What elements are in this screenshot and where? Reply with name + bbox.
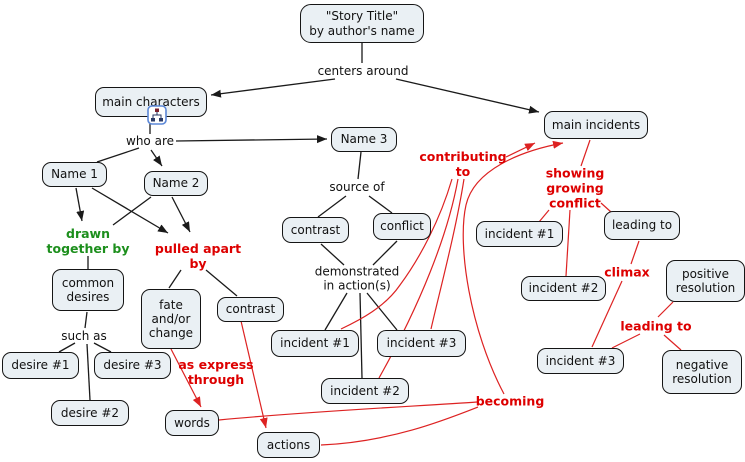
node-story-title[interactable]: "Story Title" by author's name [300, 4, 424, 43]
node-name-3[interactable]: Name 3 [331, 127, 397, 152]
node-common-desires[interactable]: common desires [52, 269, 124, 311]
red-connectors [170, 139, 682, 446]
node-desire-1[interactable]: desire #1 [2, 352, 79, 379]
link-becoming[interactable]: becoming [475, 393, 545, 409]
node-incident-1-right[interactable]: incident #1 [476, 221, 563, 247]
node-incident-2-right[interactable]: incident #2 [521, 276, 606, 301]
link-demonstrated-in-actions[interactable]: demonstrated in action(s) [314, 264, 400, 293]
node-negative-resolution[interactable]: negative resolution [662, 350, 742, 394]
link-contributing-to[interactable]: contributing to [419, 149, 507, 179]
node-positive-resolution[interactable]: positive resolution [666, 260, 745, 302]
node-incident-2-mid[interactable]: incident #2 [321, 378, 409, 404]
link-leading-to[interactable]: leading to [620, 318, 692, 334]
submap-icon[interactable] [147, 105, 167, 125]
node-incident-1-mid[interactable]: incident #1 [271, 330, 359, 357]
node-words[interactable]: words [165, 410, 219, 436]
link-showing-growing-conflict[interactable]: showing growing conflict [545, 165, 605, 211]
node-main-incidents[interactable]: main incidents [544, 111, 648, 139]
node-name-2[interactable]: Name 2 [144, 171, 208, 196]
node-conflict[interactable]: conflict [373, 213, 431, 240]
link-centers-around[interactable]: centers around [317, 63, 409, 78]
link-climax[interactable]: climax [604, 264, 650, 280]
node-desire-3[interactable]: desire #3 [94, 352, 171, 379]
link-such-as[interactable]: such as [61, 328, 107, 343]
link-pulled-apart-by[interactable]: pulled apart by [154, 241, 242, 271]
node-contrast-mid[interactable]: contrast [282, 217, 349, 243]
node-contrast-left[interactable]: contrast [217, 297, 284, 322]
node-name-1[interactable]: Name 1 [42, 162, 107, 187]
black-connectors [58, 43, 540, 401]
node-incident-3-mid[interactable]: incident #3 [377, 330, 466, 357]
link-drawn-together-by[interactable]: drawn together by [46, 226, 130, 256]
link-as-express-through[interactable]: as express through [178, 357, 254, 387]
node-actions[interactable]: actions [257, 432, 320, 458]
link-source-of[interactable]: source of [329, 179, 385, 194]
node-incident-3-right[interactable]: incident #3 [537, 348, 624, 374]
node-leading-to[interactable]: leading to [604, 211, 680, 240]
node-fate-change[interactable]: fate and/or change [141, 289, 201, 349]
link-who-are[interactable]: who are [126, 133, 174, 148]
node-desire-2[interactable]: desire #2 [51, 400, 129, 426]
